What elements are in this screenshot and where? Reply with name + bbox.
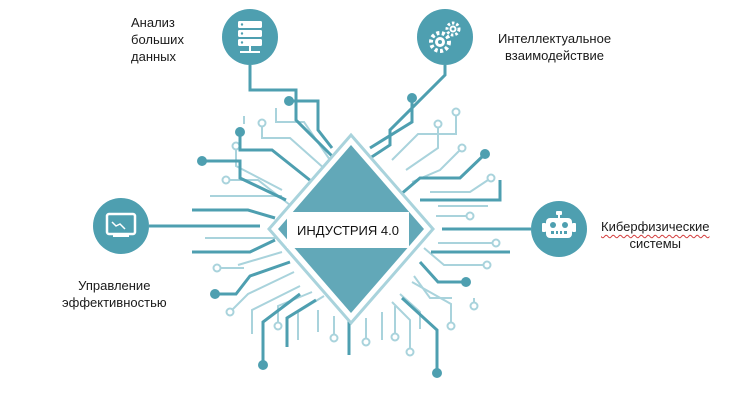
gears-icon xyxy=(429,21,461,53)
light-dots xyxy=(212,107,501,357)
circuit-dot xyxy=(482,260,492,270)
circuit-trace xyxy=(411,281,452,326)
circuit-trace xyxy=(226,179,291,206)
circuit-dot xyxy=(273,321,283,331)
center-label: ИНДУСТРИЯ 4.0 xyxy=(287,212,409,248)
robot-icon xyxy=(542,211,576,238)
dark-dots xyxy=(197,93,490,378)
circuit-dot xyxy=(235,127,245,137)
circuit-dot xyxy=(461,277,471,287)
circuit-trace xyxy=(235,146,283,191)
circuit-trace xyxy=(248,65,340,164)
circuit-trace xyxy=(192,208,276,220)
circuit-dot xyxy=(451,107,461,117)
circuit-trace xyxy=(423,247,487,266)
circuit-dot xyxy=(257,118,267,128)
label-cyber-physical-line-1: Киберфизические xyxy=(601,219,710,234)
circuit-dot xyxy=(432,368,442,378)
circuit-dot xyxy=(221,175,231,185)
circuit-trace xyxy=(400,296,439,373)
display-icon xyxy=(105,212,137,237)
circuit-dot xyxy=(480,149,490,159)
circuit-trace xyxy=(391,301,411,352)
circuit-trace xyxy=(261,292,301,365)
label-big-data-line-3: данных xyxy=(131,49,177,64)
circuit-trace xyxy=(202,159,287,202)
label-cyber-physical: Киберфизические системы xyxy=(601,218,709,252)
circuit-trace xyxy=(261,123,327,171)
label-big-data: Анализ больших данных xyxy=(131,14,184,65)
circuit-dot xyxy=(405,347,415,357)
circuit-dot xyxy=(486,173,496,183)
circuit-trace xyxy=(229,271,295,313)
circuit-dot xyxy=(212,263,222,273)
label-cyber-physical-line-2: системы xyxy=(629,236,682,251)
light-traces xyxy=(205,108,496,352)
circuit-trace xyxy=(399,293,421,329)
dark-traces xyxy=(149,65,531,373)
circuit-trace xyxy=(405,124,439,171)
circuit-dot xyxy=(446,321,456,331)
circuit-dot xyxy=(231,141,241,151)
circuit-dot xyxy=(433,119,443,129)
circuit-trace xyxy=(363,65,447,164)
circuit-dot xyxy=(465,211,475,221)
label-big-data-line-2: больших xyxy=(131,32,184,47)
circuit-trace xyxy=(418,260,466,284)
circuit-dot xyxy=(457,143,467,153)
circuit-dot xyxy=(197,156,207,166)
circuit-trace xyxy=(192,238,276,254)
circuit-trace xyxy=(430,177,492,193)
label-performance-line-1: Управление xyxy=(78,278,151,293)
circuit-dot xyxy=(407,93,417,103)
circuit-dot xyxy=(225,307,235,317)
circuit-trace xyxy=(420,180,502,202)
circuit-dot xyxy=(284,96,294,106)
circuit-trace xyxy=(369,98,414,150)
circuit-trace xyxy=(237,251,283,266)
circuit-dot xyxy=(469,301,479,311)
label-intellectual-line-2: взаимодействие xyxy=(505,48,605,63)
node-performance xyxy=(93,198,149,254)
node-intellectual xyxy=(417,9,473,65)
circuit-dot xyxy=(491,238,501,248)
circuit-trace xyxy=(285,298,317,347)
label-big-data-line-1: Анализ xyxy=(131,15,175,30)
label-intellectual-line-1: Интеллектуальное xyxy=(498,31,612,46)
label-performance-line-2: эффективностью xyxy=(62,295,167,310)
node-cyber-physical xyxy=(531,201,587,257)
circuit-dot xyxy=(210,289,220,299)
node-big-data xyxy=(222,9,278,65)
circuit-trace xyxy=(399,152,487,197)
circuit-dot xyxy=(361,337,371,347)
label-performance: Управление эффективностью xyxy=(62,277,167,311)
circuit-trace xyxy=(413,275,452,299)
server-icon xyxy=(238,21,262,53)
label-intellectual: Интеллектуальное взаимодействие xyxy=(498,30,611,64)
circuit-trace xyxy=(277,291,313,326)
circuit-trace xyxy=(238,132,317,187)
circuit-dot xyxy=(329,333,339,343)
circuit-dot xyxy=(390,332,400,342)
circuit-trace xyxy=(289,99,334,149)
circuit-dot xyxy=(258,360,268,370)
circuit-trace xyxy=(251,285,301,334)
circuit-trace xyxy=(215,260,291,296)
